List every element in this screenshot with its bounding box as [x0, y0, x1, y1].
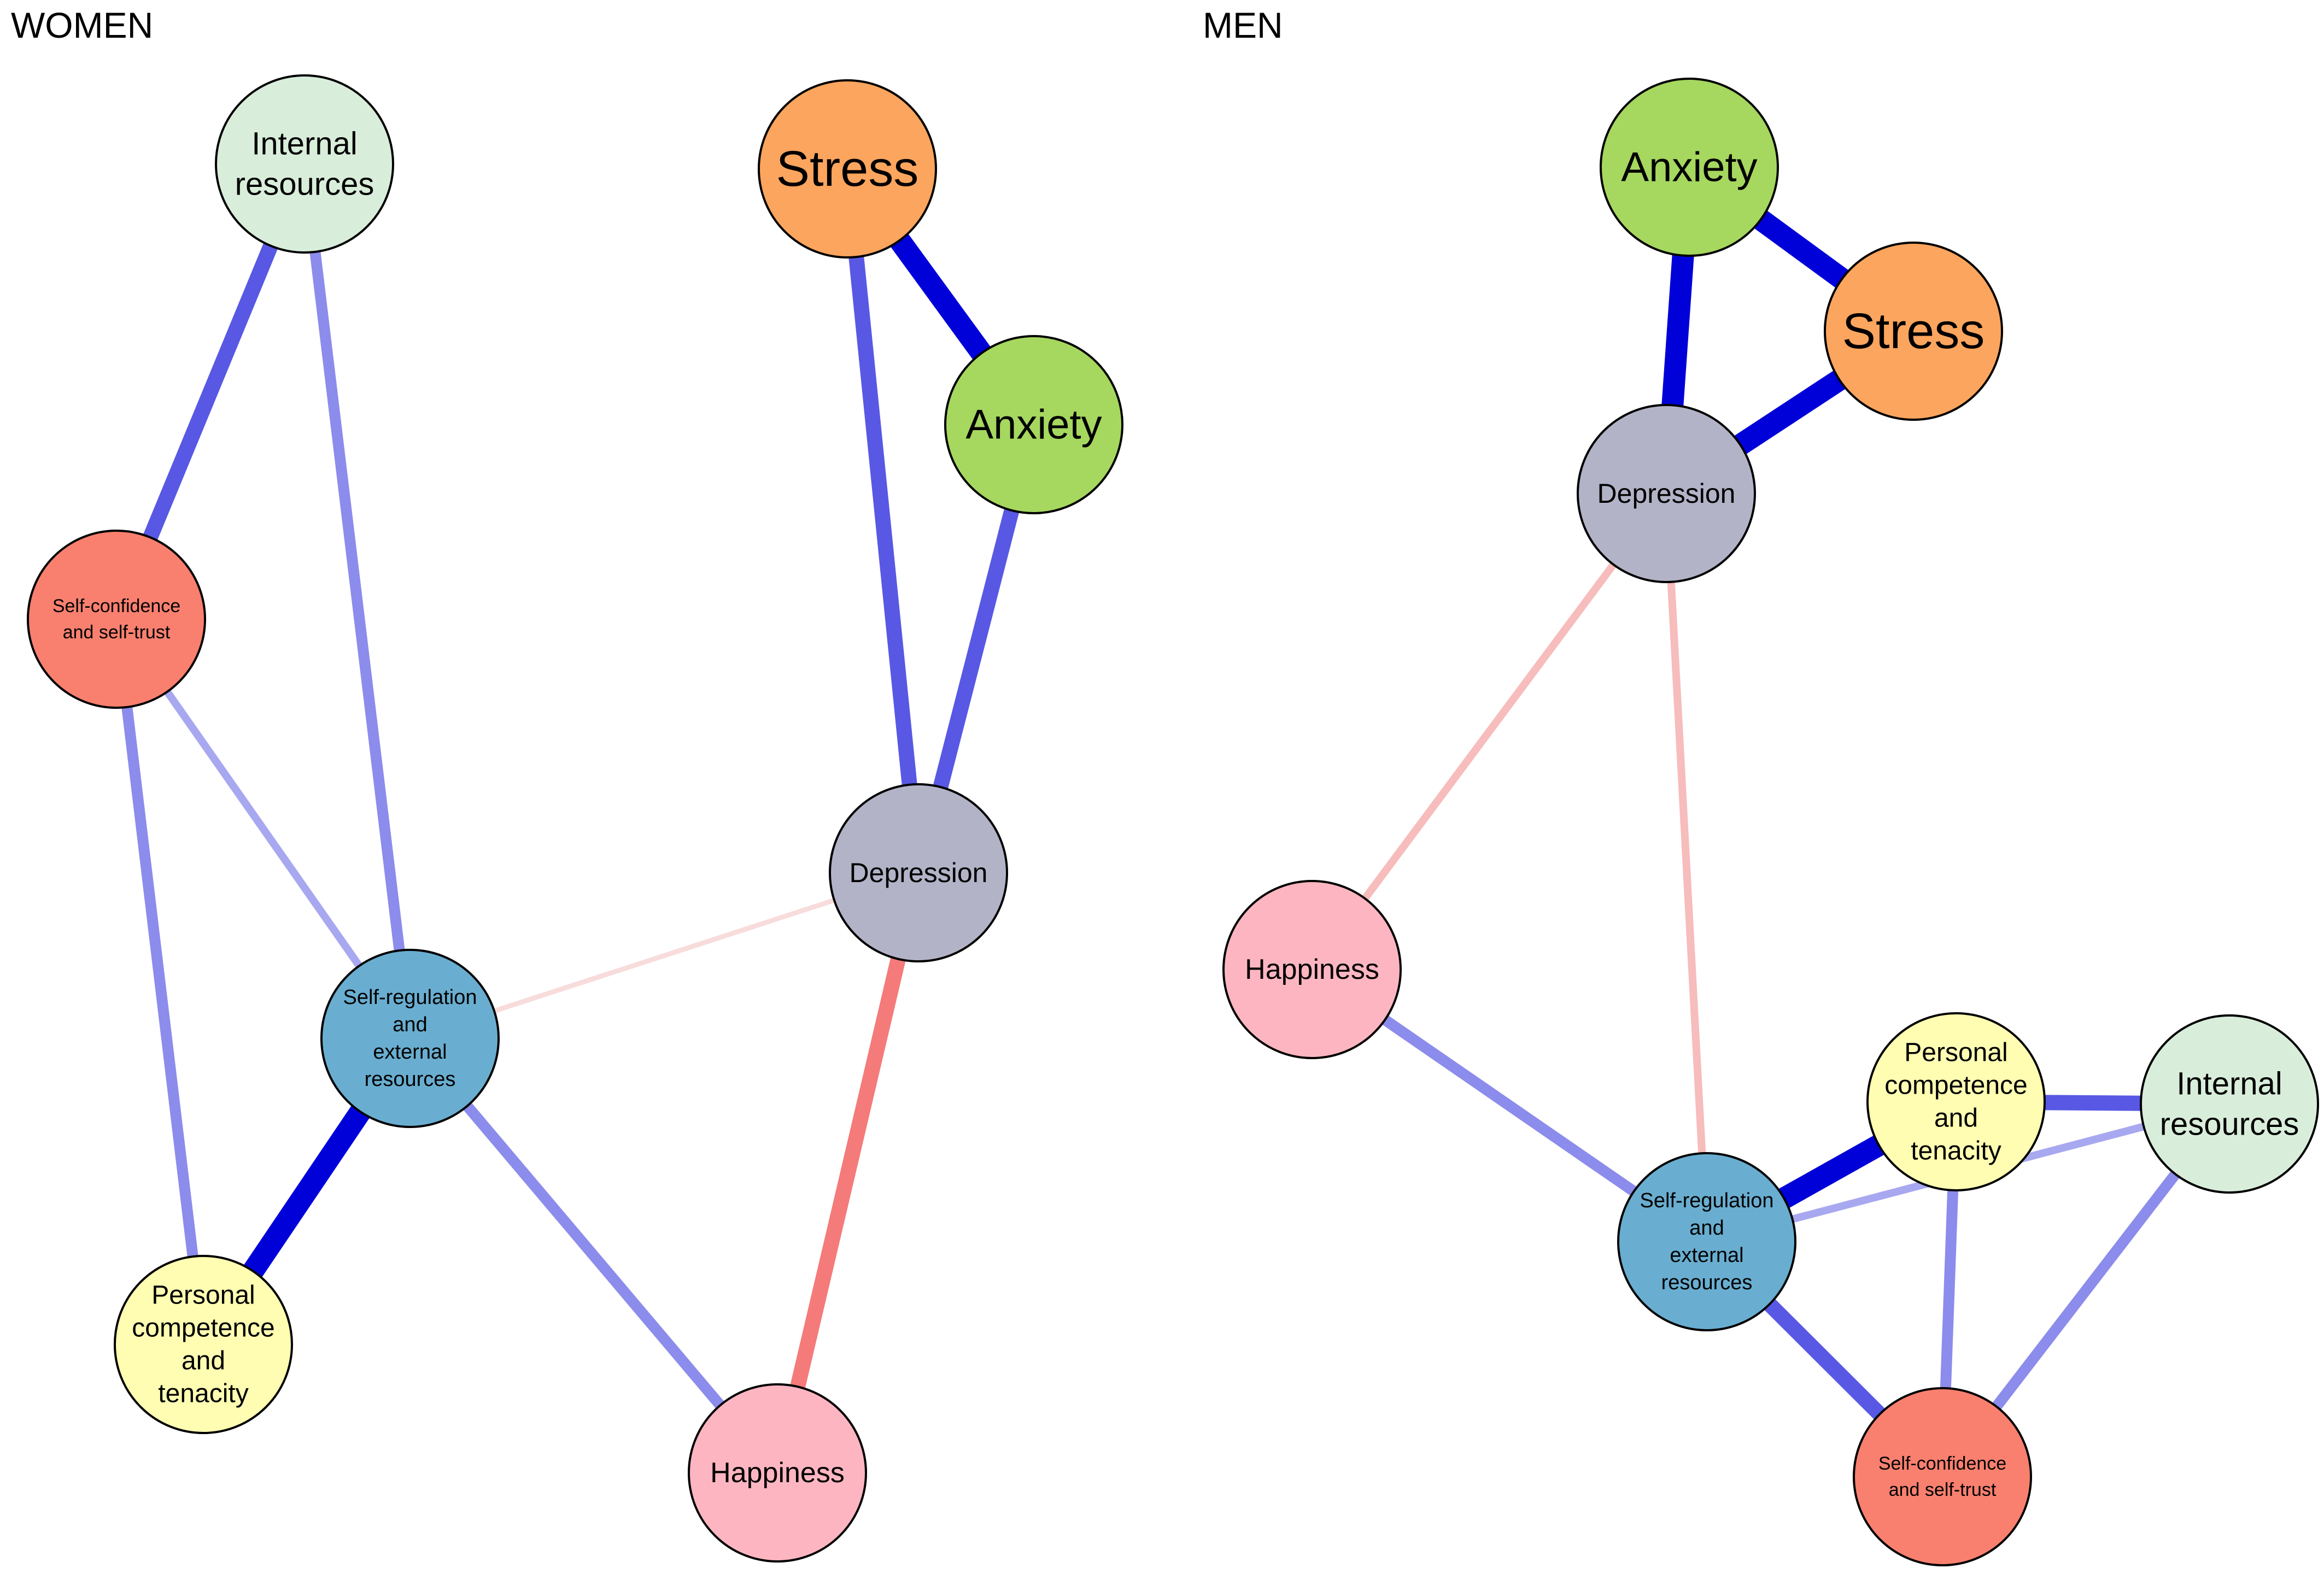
women-node-selfconf: Self-confidence and self-trust: [27, 530, 206, 709]
women-node-stress: Stress: [758, 79, 937, 259]
women-node-depression: Depression: [829, 783, 1008, 962]
women-node-label-personal: competence: [132, 1314, 275, 1343]
women-node-circle-selfreg: [320, 949, 500, 1128]
women-node-circle-stress: [758, 79, 937, 259]
women-nodes: Internal resources StressAnxietySelf-confi…: [27, 74, 1123, 1563]
men-node-circle-selfreg: [1617, 1152, 1796, 1331]
men-node-circle-depression: [1577, 404, 1756, 583]
women-node-circle-depression: [829, 783, 1008, 962]
women-node-happiness: Happiness: [688, 1383, 867, 1563]
women-node-personal: Personal competence and tenacity: [114, 1255, 293, 1434]
men-node-internal: Internal resources: [2140, 1014, 2319, 1194]
men-node-circle-stress: [1824, 242, 2003, 421]
women-node-label-internal: resources: [235, 167, 374, 202]
men-node-circle-selfconf: [1853, 1387, 2032, 1566]
women-edge-internal-selfreg: [299, 163, 415, 1039]
men-node-circle-personal: [1866, 1012, 2046, 1191]
women-node-selfreg: Self-regulation and external resources: [320, 949, 500, 1128]
women-node-label-selfconf: Self-confidence: [52, 596, 180, 616]
men-node-circle-internal: [2140, 1014, 2319, 1194]
men-node-label-stress: Stress: [1842, 303, 1985, 359]
men-node-selfreg: Self-regulation and external resources: [1617, 1152, 1796, 1331]
women-panel-title: WOMEN: [11, 5, 154, 45]
men-node-depression: Depression: [1577, 404, 1756, 583]
women-node-circle-anxiety: [944, 335, 1123, 514]
women-node-circle-selfconf: [27, 530, 206, 709]
men-edge-depression-selfreg: [1662, 493, 1711, 1242]
men-node-label-depression: Depression: [1597, 478, 1736, 509]
women-node-label-personal: and: [182, 1347, 225, 1376]
men-node-anxiety: Anxiety: [1600, 78, 1779, 257]
men-nodes: AnxietyStressDepressionHappinessPersonal…: [1222, 78, 2319, 1566]
men-node-label-internal: resources: [2160, 1107, 2299, 1142]
women-node-label-selfconf: and self-trust: [63, 622, 171, 643]
men-node-personal: Personal competence and tenacity: [1866, 1012, 2046, 1191]
women-node-label-internal: Internal: [251, 126, 357, 162]
men-node-label-selfreg: external: [1670, 1244, 1743, 1267]
men-panel-title: MEN: [1203, 5, 1283, 45]
men-node-circle-anxiety: [1600, 78, 1779, 257]
women-node-circle-happiness: [688, 1383, 867, 1563]
men-node-label-personal: and: [1934, 1104, 1978, 1133]
men-node-label-selfreg: resources: [1661, 1271, 1753, 1294]
women-node-label-selfreg: and: [393, 1013, 427, 1036]
men-node-stress: Stress: [1824, 242, 2003, 421]
women-node-label-selfreg: Self-regulation: [343, 986, 477, 1009]
women-edge-selfconf-personal: [111, 618, 209, 1346]
women-node-internal: Internal resources: [215, 74, 394, 254]
men-node-label-internal: Internal: [2176, 1066, 2282, 1102]
women-node-circle-internal: [215, 74, 394, 254]
men-edge-depression-happiness: [1309, 491, 1670, 972]
women-node-anxiety: Anxiety: [944, 335, 1123, 514]
men-node-label-personal: Personal: [1904, 1038, 2007, 1067]
women-node-label-anxiety: Anxiety: [965, 402, 1102, 448]
men-node-label-happiness: Happiness: [1245, 954, 1379, 985]
men-node-label-selfconf: Self-confidence: [1878, 1453, 2006, 1474]
women-node-label-selfreg: external: [373, 1041, 447, 1064]
men-node-label-anxiety: Anxiety: [1621, 144, 1757, 191]
men-node-circle-happiness: [1222, 880, 1402, 1059]
women-edge-depression-happiness: [770, 871, 926, 1475]
women-node-label-selfreg: resources: [365, 1068, 456, 1091]
men-node-happiness: Happiness: [1222, 880, 1402, 1059]
men-node-selfconf: Self-confidence and self-trust: [1853, 1387, 2032, 1566]
men-node-label-selfreg: and: [1689, 1217, 1724, 1240]
women-node-label-personal: tenacity: [158, 1379, 248, 1408]
men-node-label-personal: competence: [1884, 1071, 2028, 1100]
women-edge-selfreg-happiness: [406, 1035, 782, 1477]
women-node-label-personal: Personal: [151, 1281, 255, 1310]
women-node-label-happiness: Happiness: [710, 1457, 845, 1489]
women-edge-stress-depression: [840, 168, 926, 874]
men-node-label-personal: tenacity: [1911, 1137, 2001, 1166]
men-node-label-selfreg: Self-regulation: [1640, 1189, 1773, 1212]
women-node-label-depression: Depression: [850, 858, 988, 888]
women-node-circle-personal: [114, 1255, 293, 1434]
women-node-label-stress: Stress: [776, 141, 919, 197]
men-node-label-selfconf: and self-trust: [1889, 1479, 1997, 1500]
